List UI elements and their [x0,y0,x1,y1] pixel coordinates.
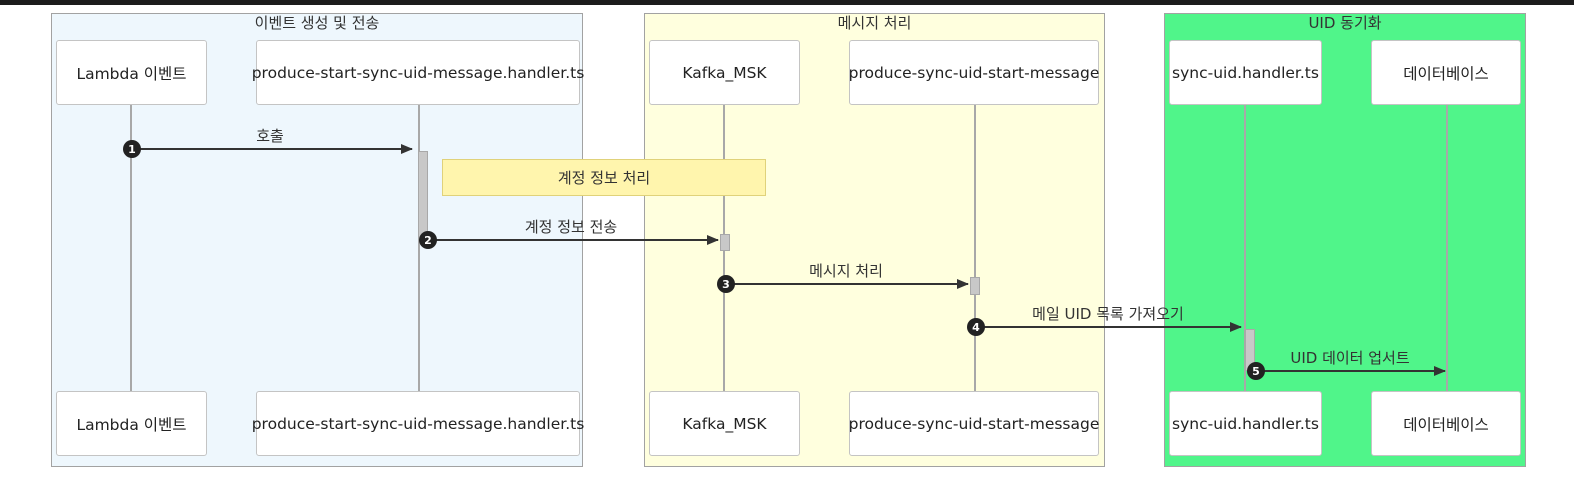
activation-bar [418,151,428,240]
actor-sync-start-message-bottom: produce-sync-uid-start-message [849,391,1099,456]
group-title: 이벤트 생성 및 전송 [254,14,380,32]
lifeline-sync-start-message [974,105,976,391]
message-label-1: 호출 [256,127,284,145]
sequence-number-2: 2 [419,231,437,249]
message-label-4: 메일 UID 목록 가져오기 [1032,305,1184,323]
sequence-number-1: 1 [123,140,141,158]
actor-label: 데이터베이스 [1403,415,1489,434]
group-title: 메시지 처리 [837,14,912,32]
actor-label: Kafka_MSK [682,414,767,433]
actor-label: sync-uid.handler.ts [1172,414,1319,433]
sequence-number-4: 4 [967,318,985,336]
top-bar [0,0,1574,5]
lifeline-database [1446,105,1448,391]
lifeline-producer-handler [418,105,420,391]
actor-label: Lambda 이벤트 [76,64,187,83]
actor-sync-start-message-top: produce-sync-uid-start-message [849,40,1099,105]
actor-label: sync-uid.handler.ts [1172,63,1319,82]
sequence-number-5: 5 [1247,362,1265,380]
activation-bar [720,234,730,251]
actor-kafka-top: Kafka_MSK [649,40,800,105]
actor-producer-handler-top: produce-start-sync-uid-message.handler.t… [252,40,584,105]
actor-lambda-top: Lambda 이벤트 [56,40,207,105]
actor-producer-handler-bottom: produce-start-sync-uid-message.handler.t… [252,391,584,456]
actor-kafka-bottom: Kafka_MSK [649,391,800,456]
lifeline-lambda [130,105,132,391]
actor-database-bottom: 데이터베이스 [1371,391,1521,456]
message-label-2: 계정 정보 전송 [524,218,618,236]
actor-sync-uid-handler-top: sync-uid.handler.ts [1169,40,1322,105]
actor-label: Lambda 이벤트 [76,415,187,434]
message-label-5: UID 데이터 업서트 [1290,349,1410,367]
group-title: UID 동기화 [1308,14,1382,32]
note-account-processing: 계정 정보 처리 [442,159,766,196]
actor-label: 데이터베이스 [1403,64,1489,83]
lifeline-sync-uid-handler [1244,105,1246,391]
actor-label: produce-start-sync-uid-message.handler.t… [251,414,585,433]
actor-label: Kafka_MSK [682,63,767,82]
message-label-3: 메시지 처리 [809,262,883,280]
sequence-number-3: 3 [717,275,735,293]
actor-label: produce-sync-uid-start-message [848,63,1100,82]
actor-label: produce-start-sync-uid-message.handler.t… [251,63,585,82]
actor-sync-uid-handler-bottom: sync-uid.handler.ts [1169,391,1322,456]
actor-database-top: 데이터베이스 [1371,40,1521,105]
actor-lambda-bottom: Lambda 이벤트 [56,391,207,456]
activation-bar [970,277,980,295]
actor-label: produce-sync-uid-start-message [848,414,1100,433]
note-text: 계정 정보 처리 [557,169,651,187]
